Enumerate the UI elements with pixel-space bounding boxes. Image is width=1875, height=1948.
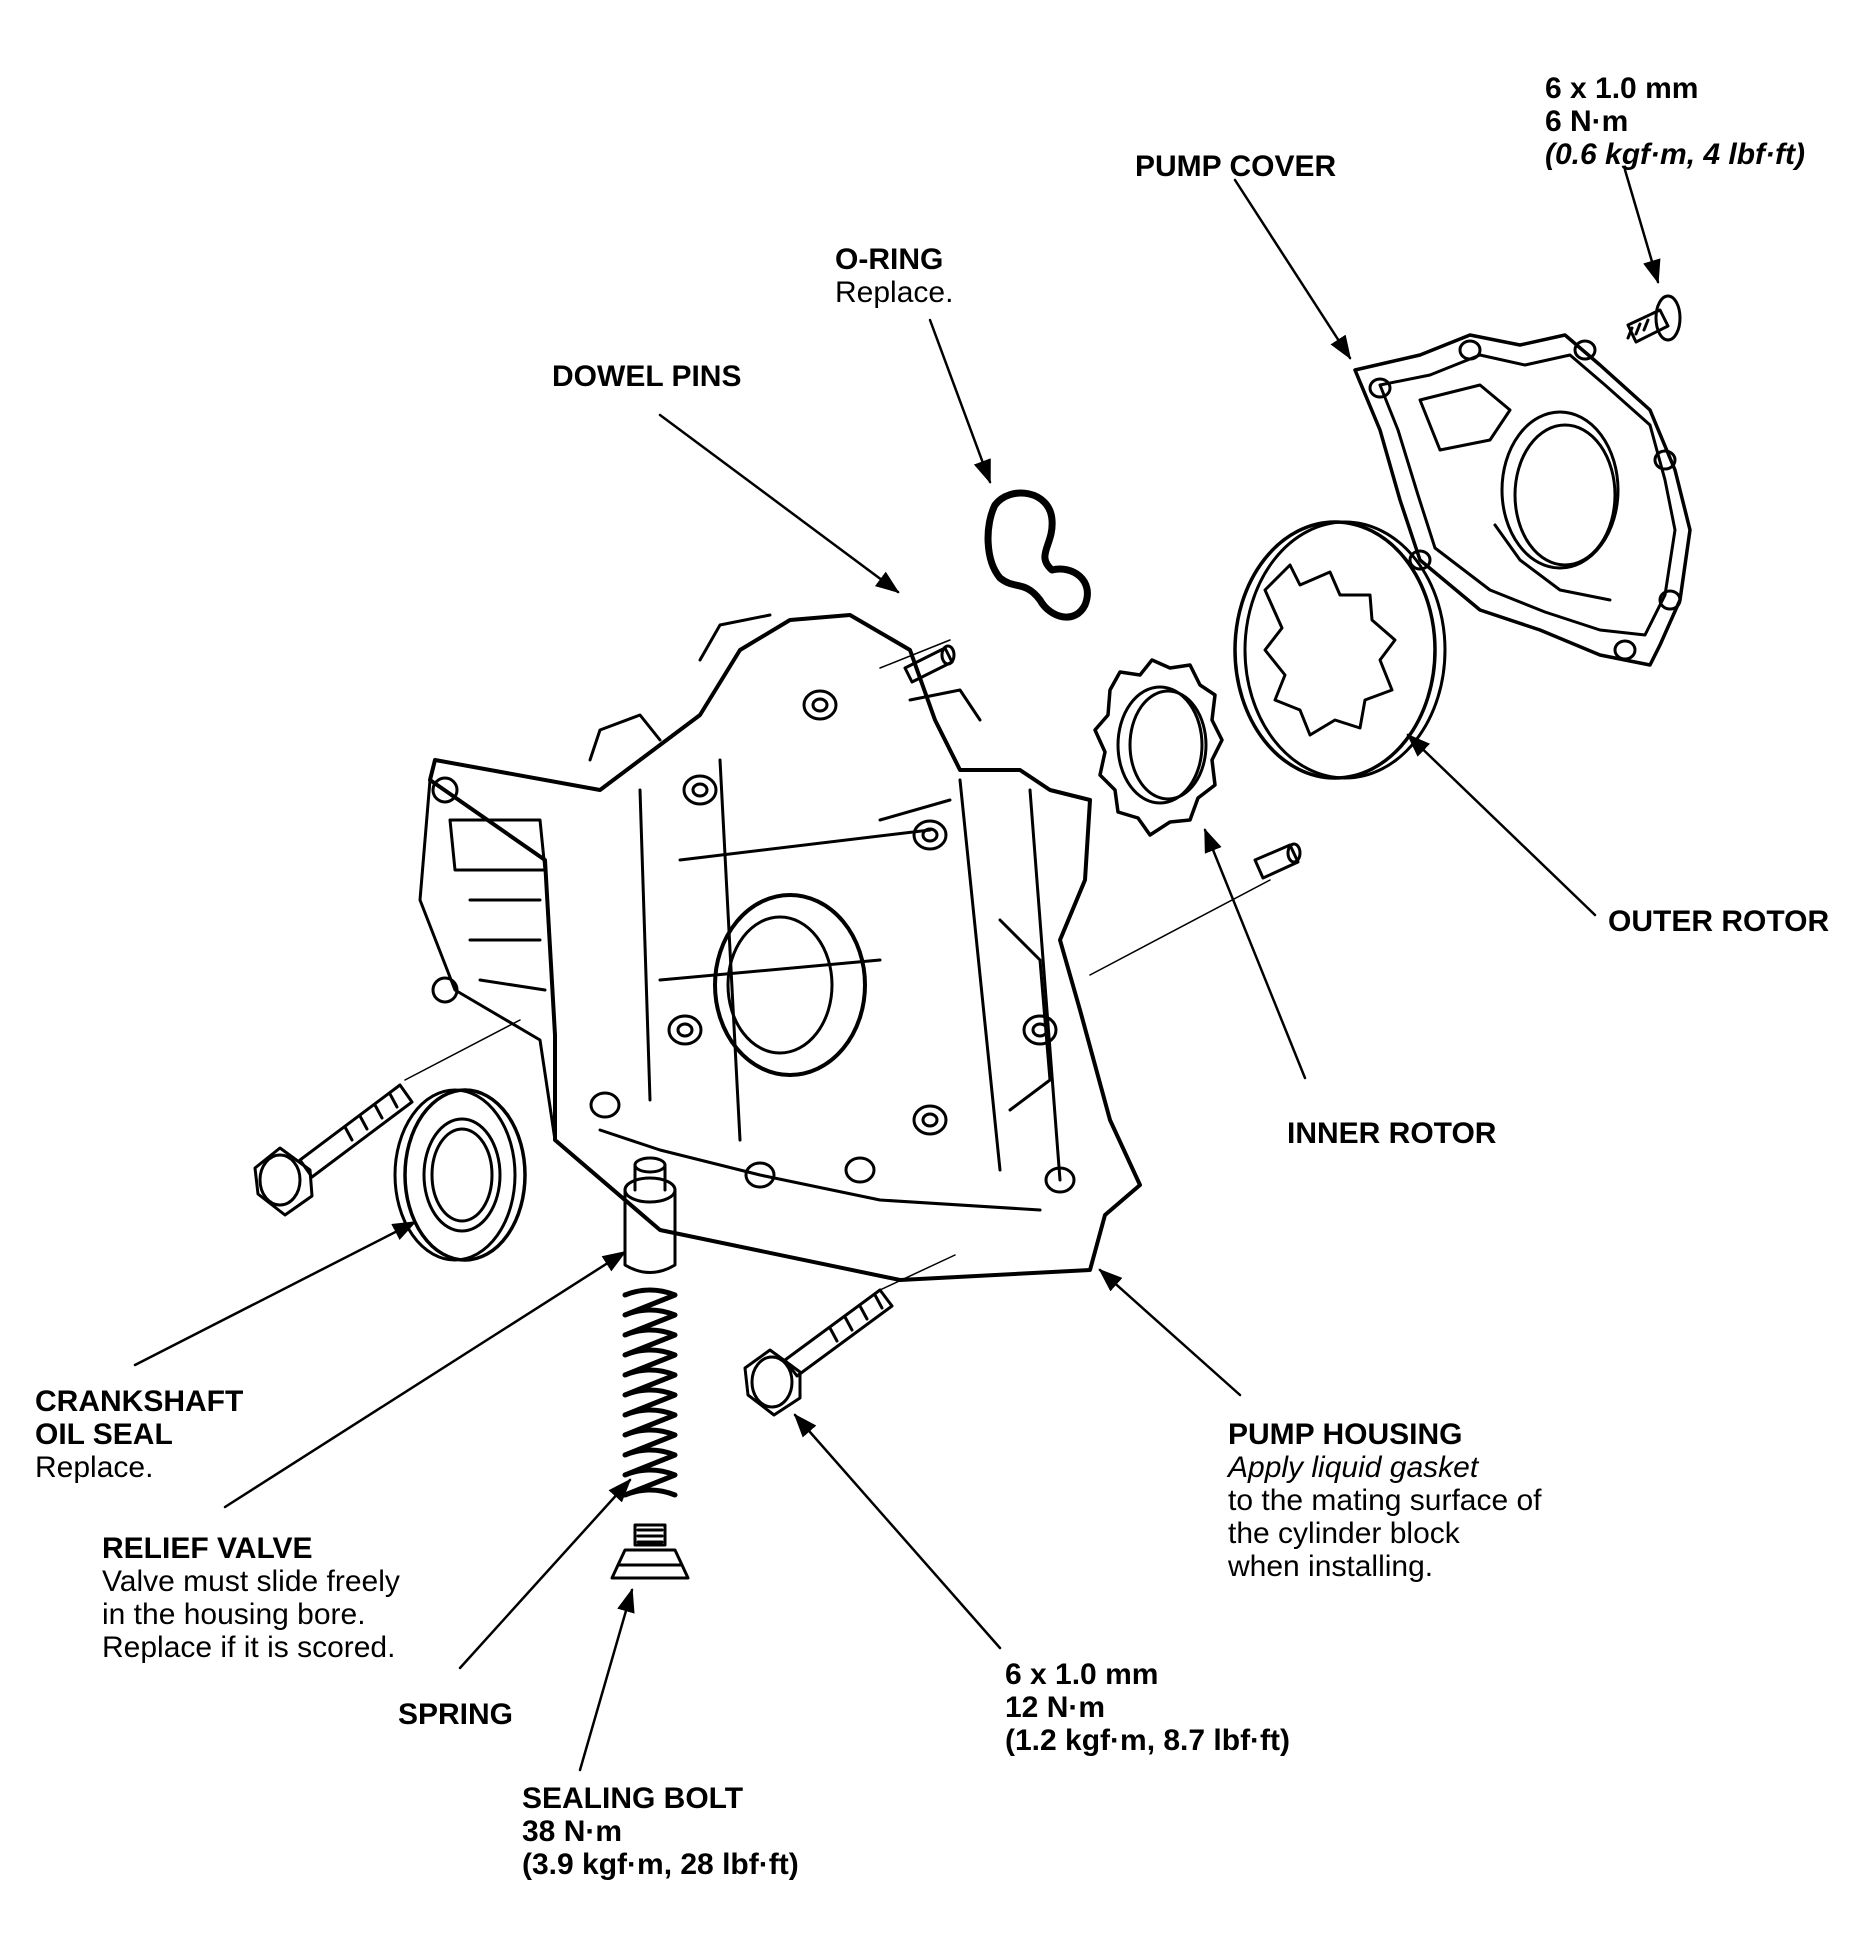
crankshaft-oil-seal-drawing [393,1088,527,1262]
relief-valve-note-2: in the housing bore. [102,1598,366,1631]
cover-bolt-torque-alt: (0.6 kgf·m, 4 lbf·ft) [1545,138,1805,171]
outer-rotor-label: OUTER ROTOR [1608,905,1829,938]
crankshaft-oil-seal-note: Replace. [35,1451,154,1484]
relief-valve-label: RELIEF VALVE Valve must slide freely in … [102,1532,400,1664]
cover-bolt-size: 6 x 1.0 mm [1545,72,1699,105]
sealing-bolt-torque: 38 N·m [522,1815,623,1848]
leader-lines [133,168,1661,1772]
cover-bolt-spec-label: 6 x 1.0 mm 6 N·m (0.6 kgf·m, 4 lbf·ft) [1545,72,1805,171]
relief-valve-note-1: Valve must slide freely [102,1565,400,1598]
crankshaft-oil-seal-title-2: OIL SEAL [35,1418,173,1451]
sealing-bolt-title: SEALING BOLT [522,1782,744,1815]
dowel-pin-upper [903,644,956,684]
sealing-bolt-torque-alt: (3.9 kgf·m, 28 lbf·ft) [522,1848,799,1881]
pump-cover-label: PUMP COVER [1135,150,1336,183]
sealing-bolt-label: SEALING BOLT 38 N·m (3.9 kgf·m, 28 lbf·f… [522,1782,799,1881]
housing-bolt-spec-label: 6 x 1.0 mm 12 N·m (1.2 kgf·m, 8.7 lbf·ft… [1005,1658,1290,1757]
pump-housing-drawing [418,613,1142,1282]
crankshaft-oil-seal-title-1: CRANKSHAFT [35,1385,244,1418]
dowel-pins-label: DOWEL PINS [552,360,741,393]
sealing-bolt-drawing [610,1523,690,1580]
alignment-lines [404,639,1271,1291]
housing-bolt-size: 6 x 1.0 mm [1005,1658,1159,1691]
pump-housing-note-4: when installing. [1228,1550,1434,1583]
outer-rotor-title: OUTER ROTOR [1608,905,1830,938]
pump-housing-label: PUMP HOUSING Apply liquid gasket to the … [1228,1418,1542,1583]
dowel-pins-title: DOWEL PINS [552,360,742,393]
relief-valve-title: RELIEF VALVE [102,1532,313,1565]
housing-bolt-torque: 12 N·m [1005,1691,1106,1724]
crankshaft-oil-seal-label: CRANKSHAFT OIL SEAL Replace. [35,1385,243,1484]
o-ring-drawing [984,489,1091,621]
spring-title: SPRING [398,1698,514,1731]
inner-rotor-drawing [1093,658,1224,837]
pump-cover-drawing [1353,333,1692,667]
outer-rotor-drawing [1233,520,1447,780]
dowel-pin-lower [1253,842,1302,880]
pump-housing-note-2: to the mating surface of [1228,1484,1542,1517]
inner-rotor-label: INNER ROTOR [1287,1117,1496,1150]
spring-label: SPRING [398,1698,513,1731]
pump-cover-title: PUMP COVER [1135,150,1337,183]
housing-bolt-bottom-drawing [743,1288,894,1417]
o-ring-note: Replace. [835,276,954,309]
housing-bolt-left-drawing [253,1083,414,1217]
relief-valve-drawing [623,1156,677,1274]
pump-housing-note-3: the cylinder block [1228,1517,1460,1550]
inner-rotor-title: INNER ROTOR [1287,1117,1497,1150]
relief-valve-note-3: Replace if it is scored. [102,1631,396,1664]
o-ring-title: O-RING [835,243,944,276]
spring-drawing [622,1287,678,1498]
cover-bolt-torque: 6 N·m [1545,105,1629,138]
pump-housing-note-italic: Apply liquid gasket [1228,1451,1479,1484]
o-ring-label: O-RING Replace. [835,243,953,309]
pump-housing-title: PUMP HOUSING [1228,1418,1463,1451]
cover-bolt-drawing [1626,294,1682,344]
housing-bolt-torque-alt: (1.2 kgf·m, 8.7 lbf·ft) [1005,1724,1291,1757]
